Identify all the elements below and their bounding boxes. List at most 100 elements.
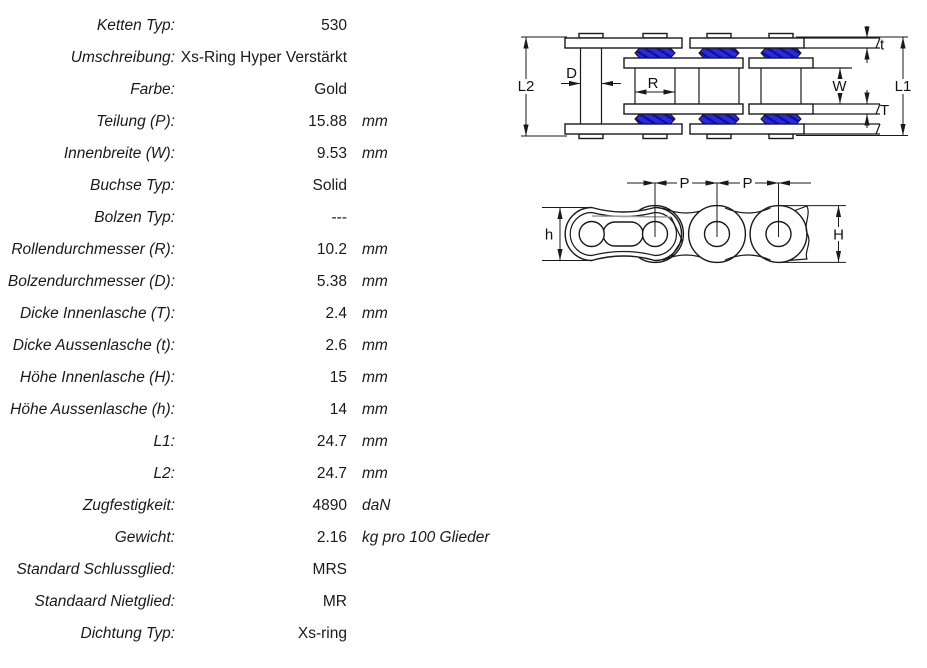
master-link-slot [602,221,644,247]
spec-label: Buchse Typ: [89,177,175,194]
dimension-h-outer: h [542,207,588,261]
spec-unit: daN [362,497,391,514]
spec-label: Dicke Innenlasche (T): [19,305,175,322]
spec-value: 9.53 [316,145,347,162]
outer-plate [564,37,683,49]
dim-label-w: W [832,78,847,95]
label-mask [890,79,916,94]
spec-value: MR [322,593,347,610]
spec-row-schlussglied: Standard Schlussglied: MRS [0,554,500,586]
spec-row-bolzen-typ: Bolzen Typ: --- [0,202,500,234]
spec-row-umschreibung: Umschreibung: Xs-Ring Hyper Verstärkt [0,42,500,74]
link-waist-curves [724,207,771,261]
dimension-h-inner: H [780,205,847,263]
spec-value: 2.6 [325,337,347,354]
dimension-t-outer: t [864,26,885,63]
spec-label: L2: [153,465,175,482]
spec-value: MRS [312,561,347,578]
master-pin-lines [579,48,603,124]
clip-hidden-edge [591,215,672,218]
spec-label: Bolzendurchmesser (D): [7,273,175,290]
pin-hole [578,220,605,248]
spec-label: Farbe: [130,81,175,98]
label-mask [830,79,849,93]
spec-value: Solid [312,177,347,194]
dim-label-h-inner: H [833,227,844,244]
spec-label: Teilung (P): [96,113,175,130]
dimension-w: W [830,68,849,104]
extension-lines [780,205,846,263]
extension-lines [521,36,567,137]
spec-unit: mm [362,273,388,290]
spec-unit: mm [362,369,388,386]
extension-lines [796,36,908,136]
spec-unit: mm [362,113,388,130]
xring-seal [760,112,802,126]
spec-value: 15 [329,369,347,386]
spec-row-gewicht: Gewicht: 2.16 kg pro 100 Glieder [0,522,500,554]
spec-unit: mm [362,465,388,482]
pins-and-rollers [579,48,802,124]
spec-unit: mm [362,433,388,450]
spec-row-zugfestigkeit: Zugfestigkeit: 4890 daN [0,490,500,522]
plate-extension-lines [804,37,881,135]
spec-label: Ketten Typ: [96,17,175,34]
spec-value: --- [331,209,348,226]
outer-plate [689,37,805,49]
label-mask [514,79,538,94]
spec-value: 24.7 [316,465,347,482]
spec-value: 5.38 [316,273,347,290]
spec-label: Rollendurchmesser (R): [11,241,175,258]
xring-seal [760,46,802,60]
spec-label: Gewicht: [114,529,175,546]
roller-edge-lines [634,68,802,104]
inner-plate [623,57,744,69]
spec-value: 4890 [312,497,347,514]
xring-seal [634,112,676,126]
spec-row-dicke-aussenlasche: Dicke Aussenlasche (t): 2.6 mm [0,330,500,362]
spec-label: Standaard Nietglied: [34,593,175,610]
outer-plate [689,123,805,135]
spec-table: Ketten Typ:530 Umschreibung: Xs-Ring Hype… [0,10,500,650]
extension-lines [542,207,588,261]
spec-label: Standard Schlussglied: [16,561,175,578]
xring-seal [698,46,740,60]
dimension-d: D [561,65,621,87]
spec-row-ketten-typ: Ketten Typ:530 [0,10,500,42]
spec-value: Xs-Ring Hyper Verstärkt [180,49,347,66]
spec-row-dichtung-typ: Dichtung Typ:Xs-ring [0,618,500,650]
chain-technical-drawing: L2 D R t W T [514,26,916,264]
spec-value: 15.88 [308,113,347,130]
outer-plate [564,123,683,135]
spec-row-bolzendurchmesser: Bolzendurchmesser (D): 5.38 mm [0,266,500,298]
xring-seal [634,46,676,60]
spec-label: Bolzen Typ: [94,209,175,226]
dim-label-t-inner: T [880,102,889,119]
dim-label-l1: L1 [895,78,912,95]
label-mask [740,176,755,189]
dim-label-p: P [742,175,752,192]
spec-label: Dicke Aussenlasche (t): [12,337,175,354]
spec-row-buchse-typ: Buchse Typ: Solid [0,170,500,202]
spec-label: Höhe Aussenlasche (h): [10,401,175,418]
spec-value: 2.16 [316,529,347,546]
inner-plate [748,103,814,115]
spec-unit: mm [362,337,388,354]
spec-value: 24.7 [316,433,347,450]
label-mask [830,227,847,241]
spec-label: Umschreibung: [70,49,175,66]
dim-label-r: R [648,75,659,92]
spec-unit: kg pro 100 Glieder [362,529,490,546]
spec-row-nietglied: Standaard Nietglied: MR [0,586,500,618]
spec-unit: mm [362,305,388,322]
label-mask [543,227,556,241]
dimension-p: P P [627,175,811,237]
spec-label: Zugfestigkeit: [82,497,175,514]
dimension-r: R [635,75,675,95]
spec-unit: mm [362,401,388,418]
